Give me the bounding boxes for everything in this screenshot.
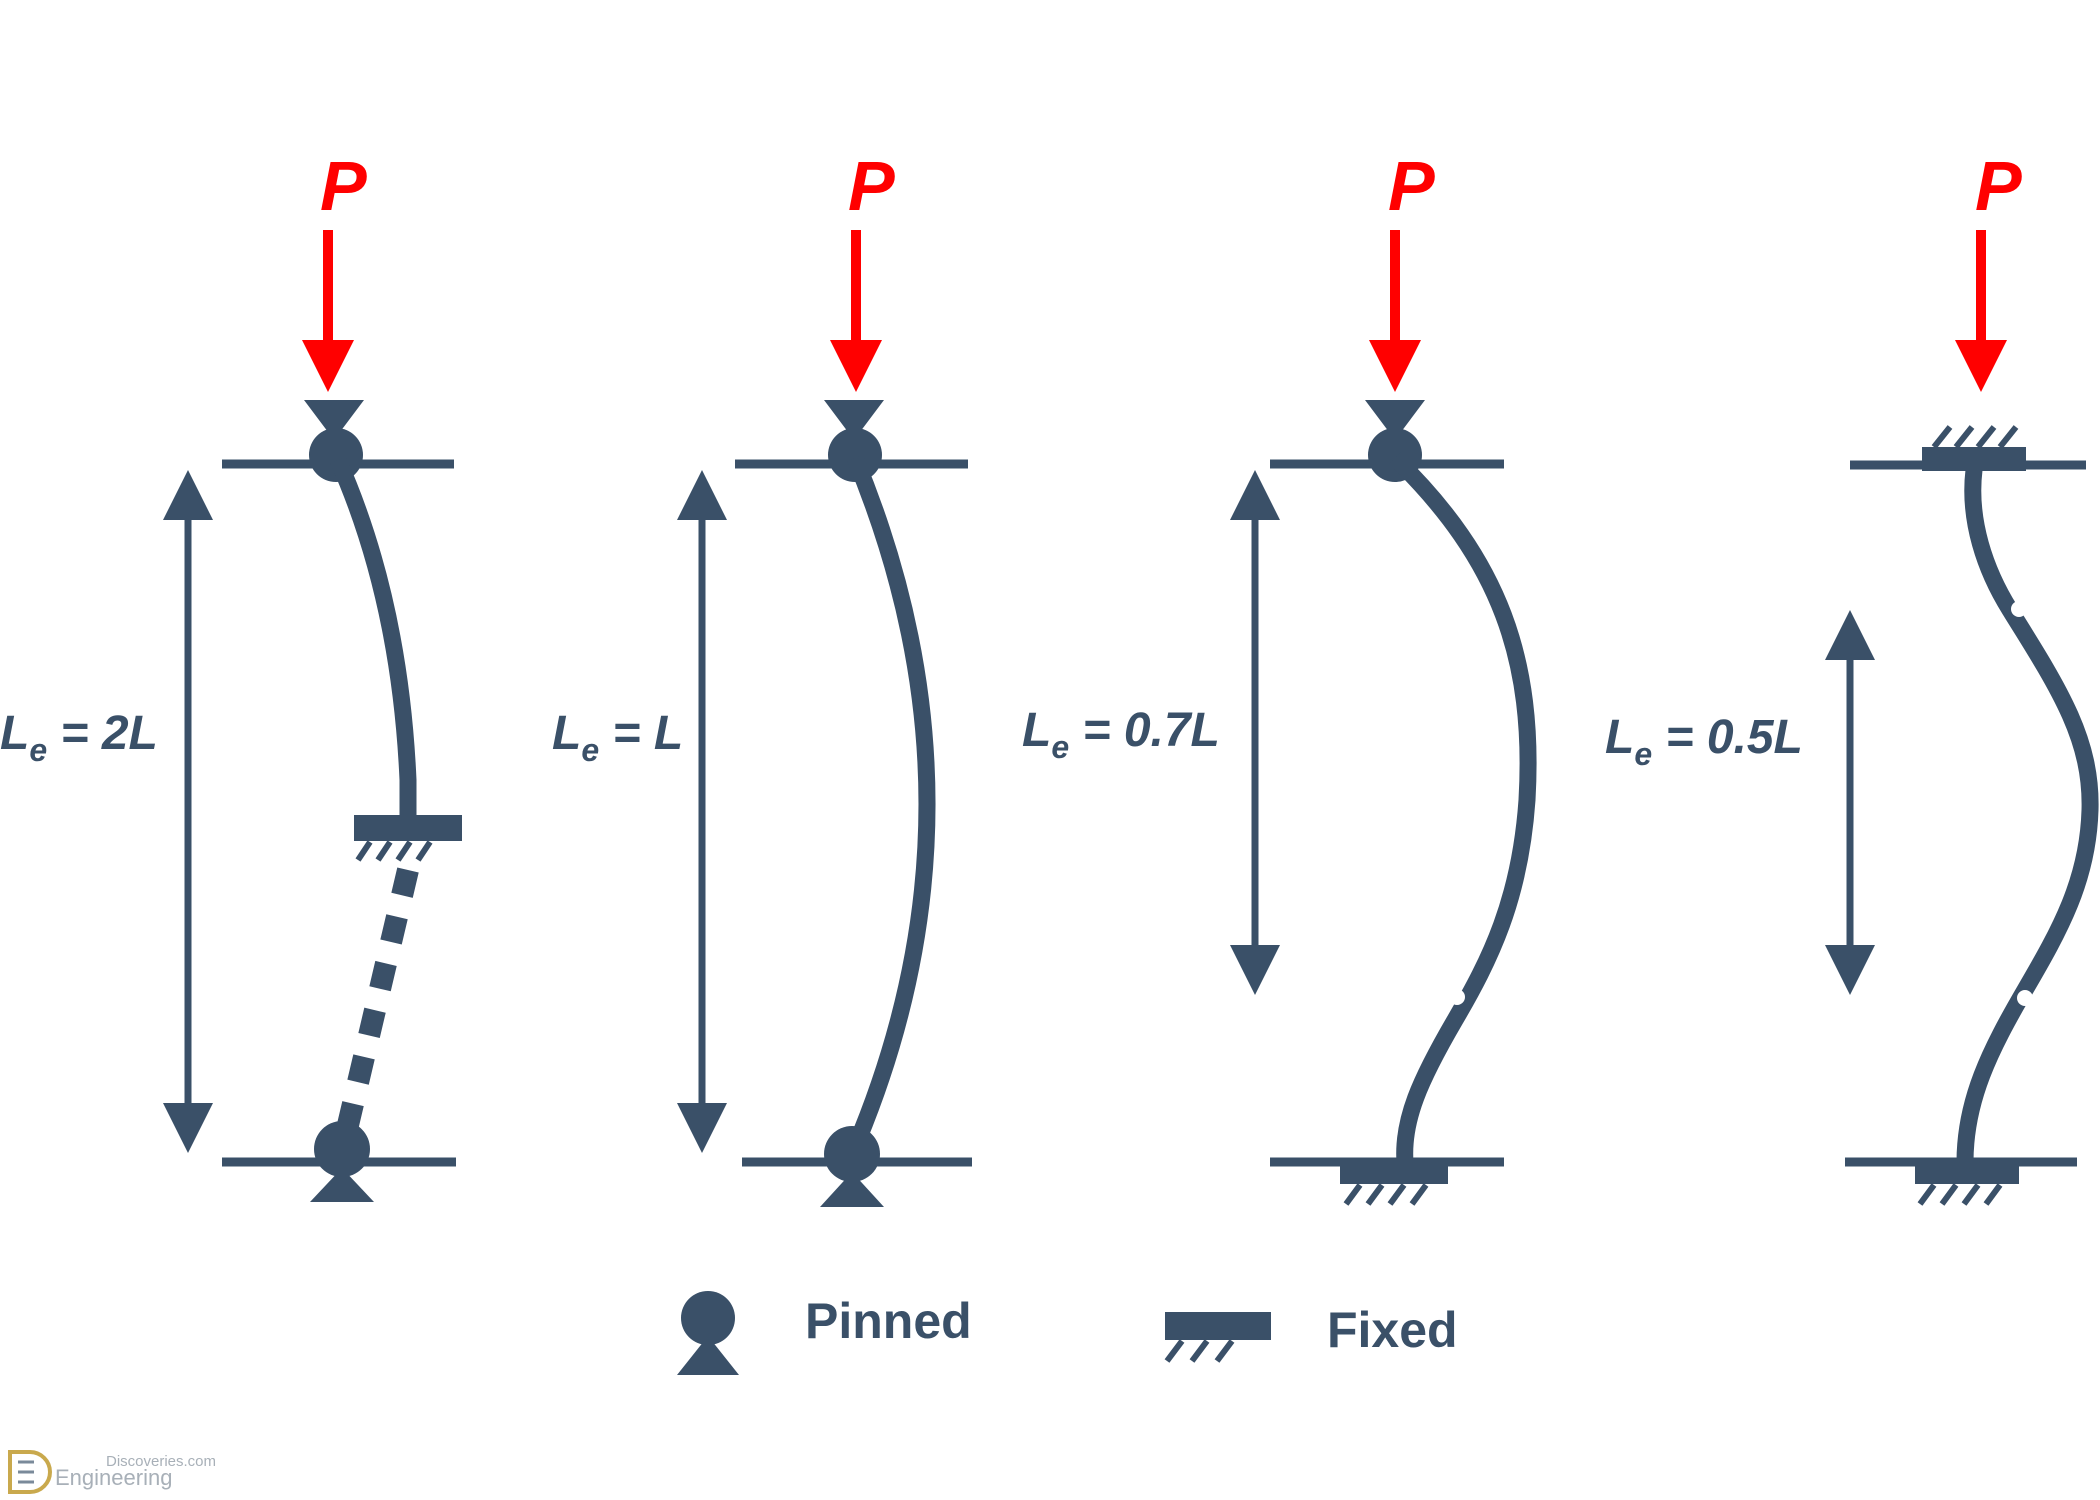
length-arrow: [1825, 610, 1875, 995]
effective-length-label: Le = 2L: [0, 707, 158, 768]
watermark-logo-icon: [8, 1450, 52, 1494]
load-label: P: [848, 147, 895, 225]
buckled-column: [845, 454, 936, 1156]
buckled-column: [330, 456, 417, 818]
load-arrow: [302, 230, 354, 392]
effective-length-label: Le = 0.5L: [1605, 711, 1803, 772]
legend-fixed-label: Fixed: [1327, 1302, 1458, 1358]
load-label: P: [320, 147, 367, 225]
legend-pinned-label: Pinned: [805, 1293, 972, 1349]
inflection-point: [1449, 989, 1465, 1005]
load-arrow: [830, 230, 882, 392]
legend-pinned-icon: [677, 1291, 739, 1375]
watermark-top-text: Discoveries.com: [106, 1453, 216, 1470]
length-arrow: [1230, 470, 1280, 995]
column-2: P Le = L: [552, 147, 972, 1207]
column-4: P Le = 0.5L: [1605, 147, 2099, 1206]
pinned-support-icon: [824, 400, 884, 482]
legend: Pinned Fixed: [677, 1291, 1458, 1375]
column-1: P Le = 2L: [0, 147, 462, 1202]
load-label: P: [1388, 147, 1435, 225]
load-label: P: [1975, 147, 2022, 225]
effective-length-label: Le = L: [552, 707, 683, 768]
legend-fixed-icon: [1164, 1312, 1271, 1363]
buckled-column: [1956, 468, 2099, 1163]
buckled-column: [1389, 451, 1537, 1163]
column-3: P Le = 0.7L: [1022, 147, 1537, 1206]
pinned-support-icon: [820, 1126, 884, 1207]
fixed-end-icon: [1915, 1164, 2019, 1206]
watermark: Discoveries.com Engineering: [8, 1450, 216, 1494]
load-arrow: [1369, 230, 1421, 392]
length-arrow: [677, 470, 727, 1153]
fixed-end-icon: [1922, 425, 2026, 471]
inflection-point: [2011, 601, 2027, 617]
fixed-end-icon: [354, 815, 462, 862]
length-arrow: [163, 470, 213, 1153]
watermark-bottom-text: Engineering: [55, 1465, 172, 1490]
pinned-support-icon: [310, 1121, 374, 1202]
fixed-end-icon: [1340, 1164, 1448, 1206]
effective-length-label: Le = 0.7L: [1022, 704, 1220, 765]
inflection-point: [2017, 990, 2033, 1006]
load-arrow: [1955, 230, 2007, 392]
extension-dashed-line: [337, 867, 419, 1128]
